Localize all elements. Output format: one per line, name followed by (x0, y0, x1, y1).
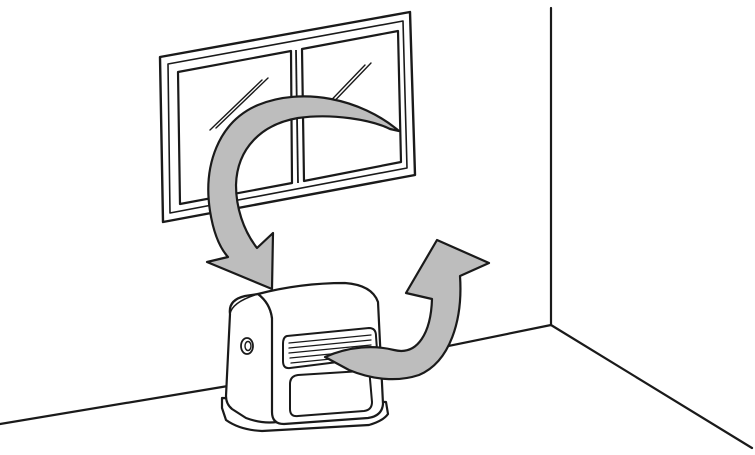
heater-lower-window (290, 371, 372, 416)
floor-line-left (0, 386, 228, 424)
heater-side (226, 294, 277, 423)
floor-line-right (551, 325, 752, 448)
